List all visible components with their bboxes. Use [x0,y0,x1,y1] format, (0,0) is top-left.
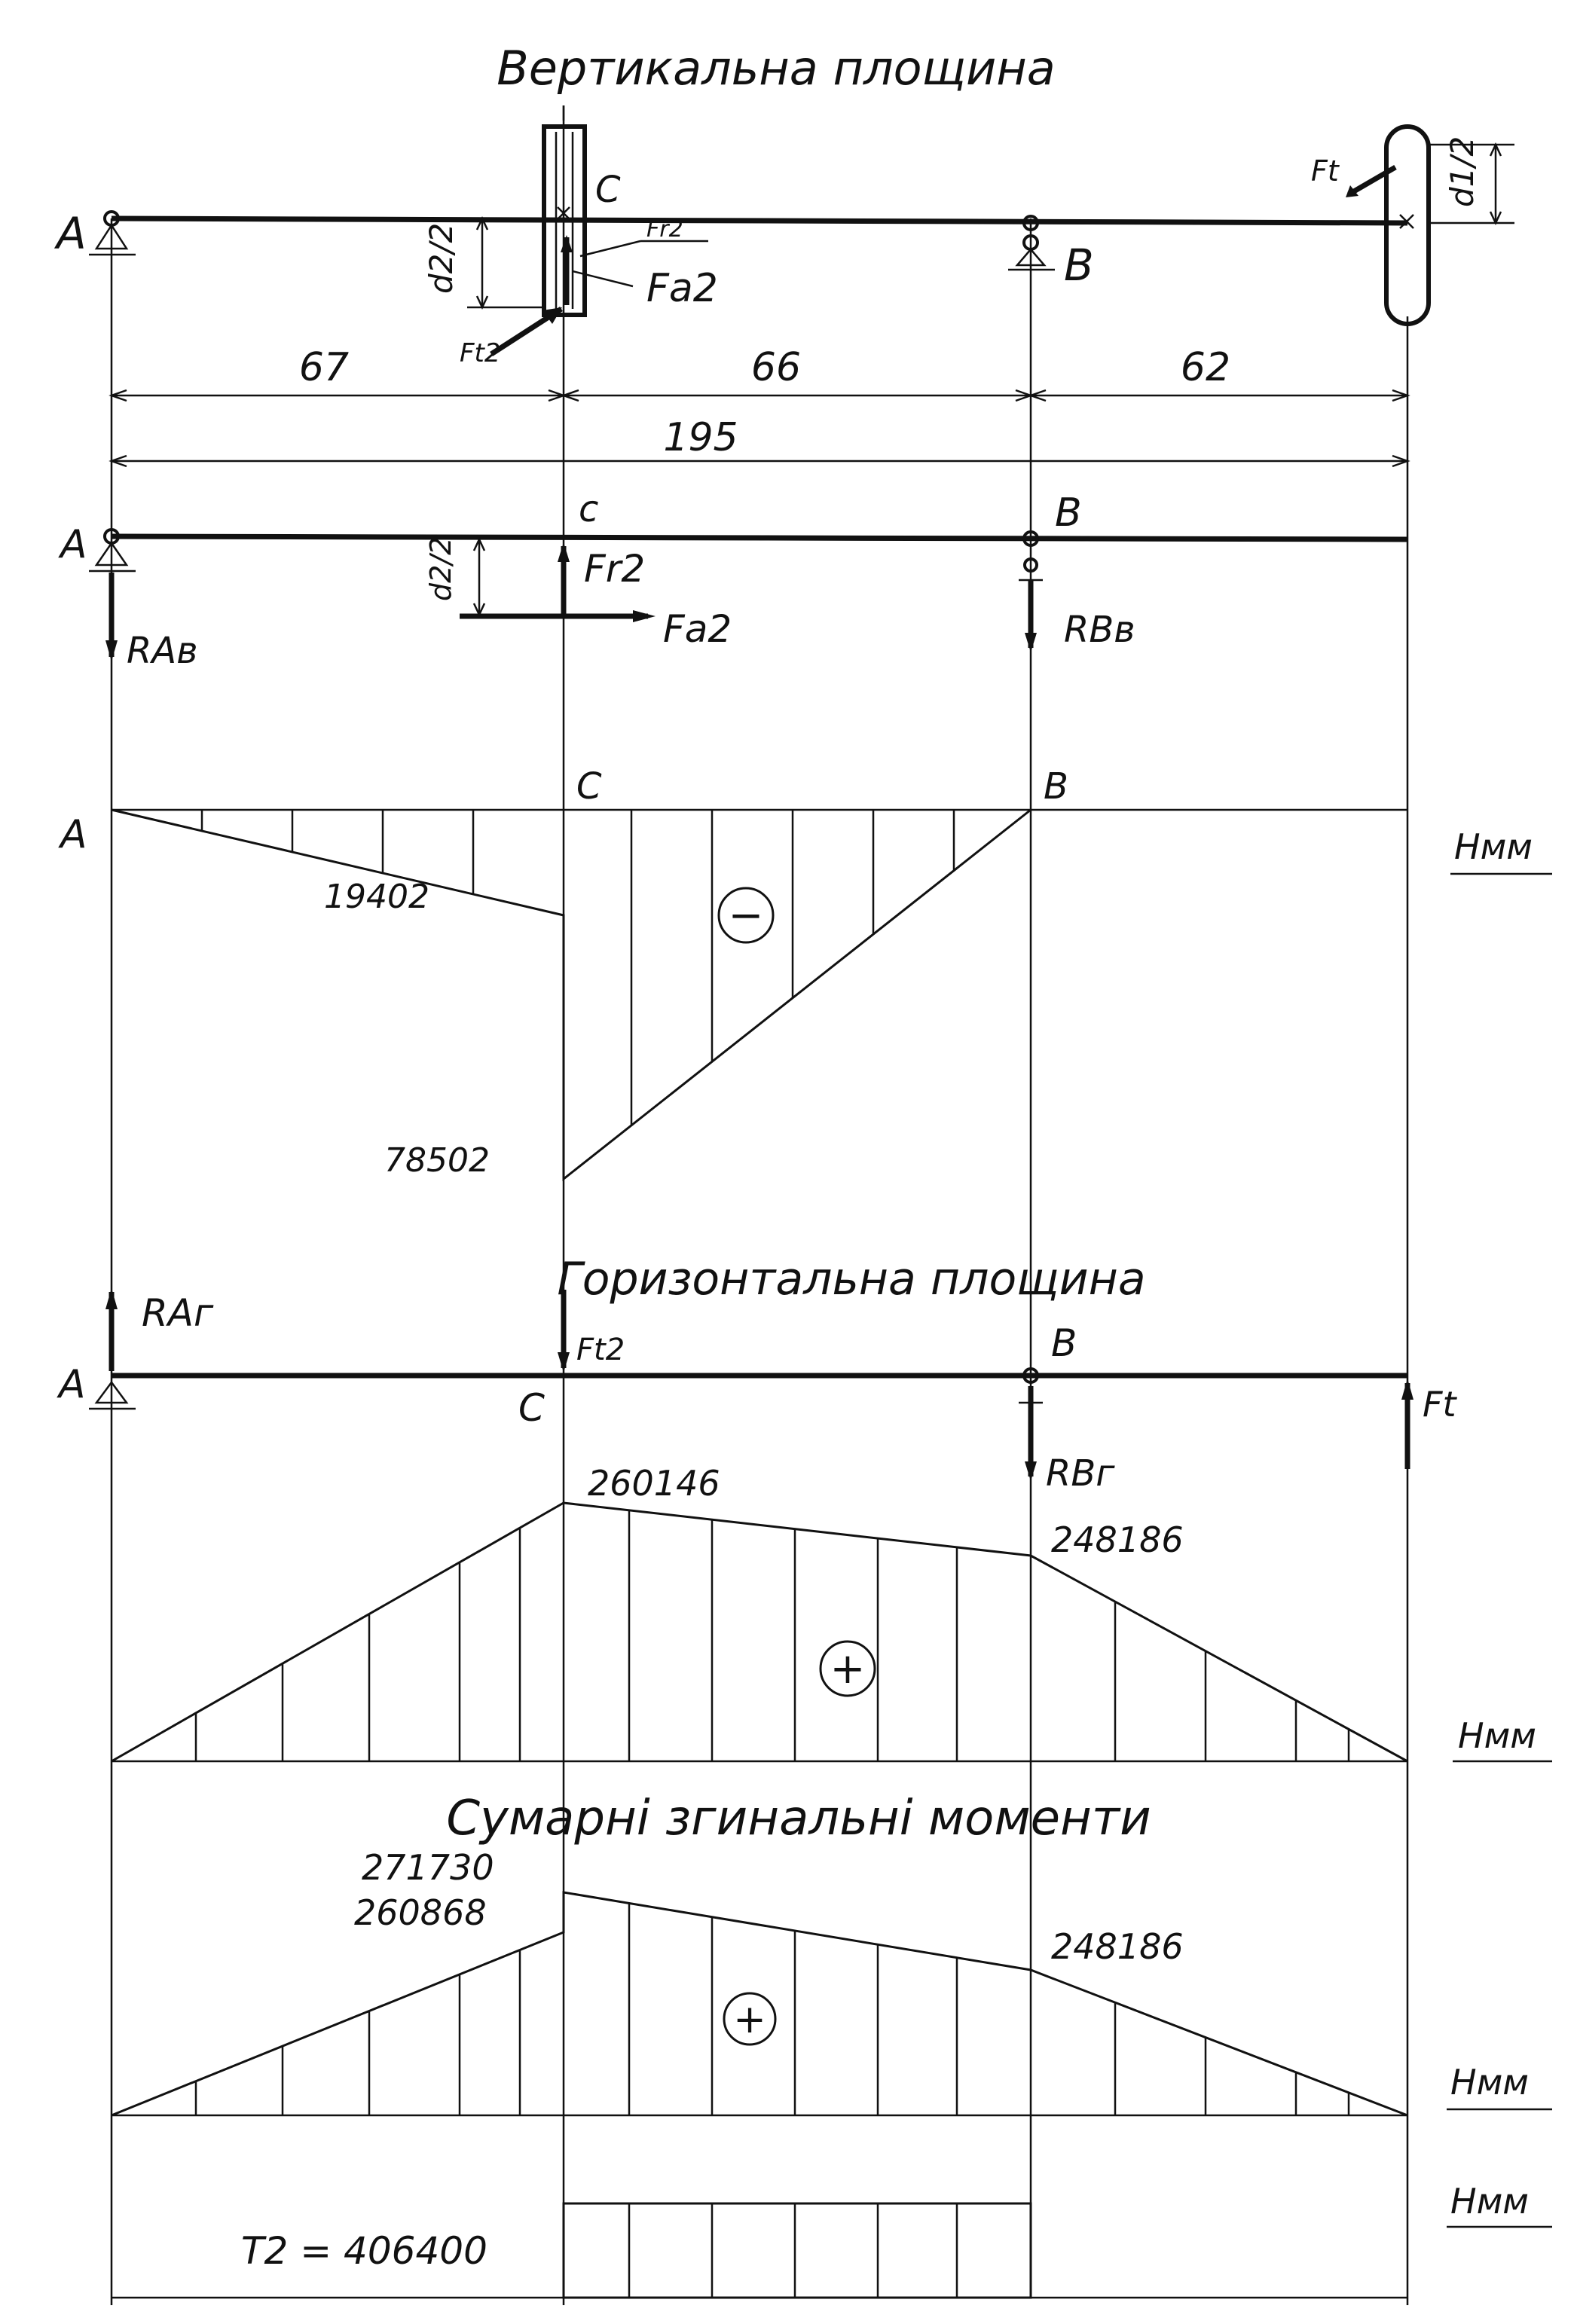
unit-label-1: Hмм [1454,826,1533,867]
point-a4-label: A [57,1362,86,1407]
moment-vert-right: 78502 [384,1141,490,1180]
dim-arrows-segments [108,389,1410,402]
force-fr2-small-label: Fr2 [646,216,683,243]
sign-plus-1: + [830,1645,866,1693]
d2-dim-arrows-2 [472,537,486,617]
point-c2-label: c [579,488,598,530]
unit-label-4: Hмм [1450,2181,1529,2222]
sign-plus-circle-1 [819,1640,876,1697]
point-c-label: C [595,169,621,211]
d1-half-label: d1/2 [1444,136,1481,207]
support-a4 [89,1380,136,1410]
force-rbv-label: RBв [1064,609,1135,651]
gear-c-cross [557,206,570,220]
vertical-moment-hatching [200,810,955,1125]
force-rag-arrowhead [105,1288,118,1309]
support-b2-pin-2 [1023,557,1038,573]
total-moment-hatching [194,1903,1350,2115]
unit-label-3: Hмм [1450,2062,1529,2103]
dim-ac: 67 [299,345,349,390]
support-b-pin [1022,215,1039,231]
d1-dim-arrows [1489,142,1502,225]
support-b4-pin [1022,1367,1039,1384]
gear-d [1384,124,1431,326]
sign-plus-2: + [733,1997,766,2042]
force-rav-arrowhead [105,640,118,661]
force-ft-up-arrowhead [1401,1379,1413,1400]
point-a-label: A [53,208,87,259]
force-ft-top-arrow [1347,164,1397,197]
force-ft-label: Ft [1423,1384,1457,1425]
horizontal-moment-hatching [194,1510,1350,1761]
force-rbg-label: RBг [1046,1452,1115,1495]
force-rbg-arrowhead [1025,1461,1037,1481]
force-ft2-label-top: Ft2 [460,338,501,368]
unit-label-2: Hмм [1458,1715,1536,1756]
gear-d-cross [1399,214,1414,229]
force-ft-label-top: Ft [1311,154,1340,188]
force-rbv-arrowhead [1025,633,1037,652]
moment-vert-left: 19402 [324,878,429,916]
moment-horiz-b: 248186 [1051,1519,1184,1560]
force-rav-label: RAв [127,630,197,672]
shaft-beam-vertical [111,533,1408,542]
force-fr2-up-arrowhead [558,542,570,562]
force-fa2-arrowhead [633,610,656,622]
moment-horiz-c: 260146 [588,1463,720,1504]
force-fr2-label: Fr2 [584,547,645,591]
sign-minus: − [729,891,764,940]
dim-arrows-total [108,454,1410,468]
torque-hatching [628,2203,958,2298]
force-fa2-label-top: Fa2 [646,266,718,311]
support-b [1008,248,1055,271]
point-b2-label: B [1055,490,1082,536]
shaft-beam-top [111,215,1408,226]
point-a2-label: A [58,522,87,567]
point-c4-label: C [518,1386,545,1430]
d2-half-label: d2/2 [423,223,460,294]
force-ft2-arrowhead [542,307,562,324]
torque-label: T2 = 406400 [241,2229,487,2273]
torque-diagram [562,2202,1032,2299]
support-a2 [89,541,136,573]
force-fr2-arrowhead [561,235,573,252]
force-rag-label: RAг [142,1291,214,1335]
gear-c [542,124,587,317]
force-ft-top-arrowhead [1346,185,1358,197]
vertical-moment-outline [111,808,1031,1182]
vertical-plane-title: Вертикальна площина [497,41,1056,96]
d2-dim-arrows [475,216,489,310]
horizontal-moment-outline [111,1501,1408,1763]
support-b2-pin [1022,530,1039,547]
sign-plus-circle-2 [723,1992,777,2046]
moment-sum-c-left: 260868 [354,1892,487,1933]
point-c3-label: C [576,765,602,808]
horizontal-plane-title: Горизонтальна площина [557,1253,1145,1306]
support-a [89,223,136,256]
moment-sum-b: 248186 [1051,1926,1184,1967]
dim-total: 195 [663,415,738,460]
moment-sum-c-right: 271730 [362,1847,494,1888]
point-b3-label: B [1044,765,1068,808]
dim-bd: 62 [1181,345,1230,390]
force-ft2-down-arrowhead [558,1352,570,1373]
d2-half-label-2: d2/2 [424,537,457,601]
total-moment-title: Сумарні згинальні моменти [446,1791,1151,1846]
fa2-leader [572,270,634,288]
point-b4-label: B [1051,1321,1077,1365]
total-moment-outline [111,1891,1408,2117]
force-ft2-label: Ft2 [576,1333,625,1367]
fr2-leader [579,240,641,258]
sign-minus-circle [717,887,775,944]
dim-cb: 66 [751,345,801,390]
force-fa2-label: Fa2 [663,607,732,651]
point-a3-label: A [58,812,87,857]
point-b-label: B [1064,240,1094,291]
